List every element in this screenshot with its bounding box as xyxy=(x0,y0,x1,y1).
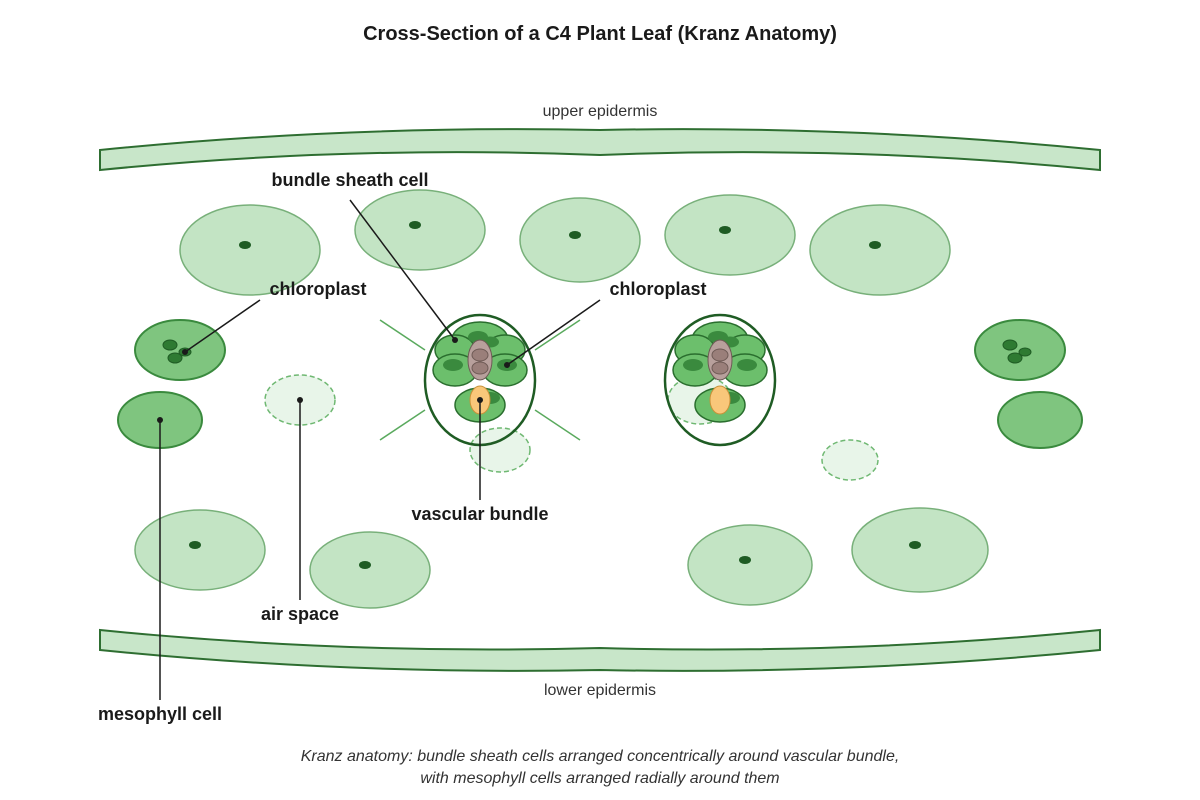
chloroplast xyxy=(443,359,463,371)
chloroplast-left-label: chloroplast xyxy=(269,279,366,299)
callout-chloroplast-left: chloroplast xyxy=(182,279,367,355)
chloroplast xyxy=(683,359,703,371)
xylem xyxy=(709,385,731,415)
callout-bundle-sheath-cell: bundle sheath cell xyxy=(271,170,458,343)
chloroplast-left-leader-line xyxy=(184,299,261,353)
right-vascular-bundle-group xyxy=(663,313,777,447)
bundle-sheath-cell-label: bundle sheath cell xyxy=(271,170,428,190)
chloroplast-left-leader-dot xyxy=(182,349,188,355)
chloroplast xyxy=(739,556,751,564)
lower-epidermis-layer xyxy=(99,628,1101,672)
bundle-sheath-leader-dot xyxy=(452,337,458,343)
mesophyll-cell xyxy=(997,391,1083,449)
chloroplast-right-leader-dot xyxy=(504,362,510,368)
chloroplast-right-leader-line xyxy=(506,299,601,366)
radial-arrangement-lines xyxy=(379,319,581,441)
chloroplast xyxy=(909,541,921,549)
chloroplast xyxy=(359,561,371,569)
lower-mesophyll-cells xyxy=(134,507,989,609)
bundle-sheath-outline xyxy=(663,313,777,447)
mesophyll-leader-dot xyxy=(157,417,163,423)
chloroplast xyxy=(1018,347,1032,357)
air-space xyxy=(821,439,879,481)
chloroplast xyxy=(1007,352,1023,364)
air-space-label: air space xyxy=(261,604,339,624)
upper-epidermis-layer xyxy=(99,128,1101,172)
upper-mesophyll-cells xyxy=(179,189,951,296)
mesophyll-cell xyxy=(179,204,321,296)
side-mesophyll-cells xyxy=(117,319,1083,449)
mesophyll-cell xyxy=(664,194,796,276)
radial-line xyxy=(534,409,581,441)
mesophyll-cell xyxy=(687,524,813,606)
vascular-bundle-leader-dot xyxy=(477,397,483,403)
caption-line-2: with mesophyll cells arranged radially a… xyxy=(420,770,779,787)
mesophyll-cell xyxy=(809,204,951,296)
chloroplast xyxy=(239,241,251,249)
chloroplast xyxy=(189,541,201,549)
chloroplast xyxy=(719,226,731,234)
lower-epidermis-label: lower epidermis xyxy=(544,682,656,699)
phloem-cell xyxy=(471,348,489,362)
mesophyll-cell xyxy=(851,507,989,593)
phloem-cell xyxy=(711,348,729,362)
air-space-leader-dot xyxy=(297,397,303,403)
radial-line xyxy=(534,319,581,351)
air-space xyxy=(469,427,531,473)
callout-chloroplast-right: chloroplast xyxy=(504,279,707,368)
chloroplast-right-label: chloroplast xyxy=(609,279,706,299)
chloroplast xyxy=(569,231,581,239)
diagram-title: Cross-Section of a C4 Plant Leaf (Kranz … xyxy=(363,23,837,45)
callout-vascular-bundle: vascular bundle xyxy=(411,397,549,524)
mesophyll-cell xyxy=(354,189,486,271)
mesophyll-cell-label: mesophyll cell xyxy=(98,704,222,724)
phloem-cell xyxy=(471,361,489,375)
mesophyll-cell xyxy=(309,531,431,609)
mesophyll-cell xyxy=(519,197,641,283)
radial-line xyxy=(379,409,426,441)
chloroplast xyxy=(162,339,178,351)
callout-air-space: air space xyxy=(261,397,339,624)
air-spaces xyxy=(264,374,879,481)
chloroplast xyxy=(1002,339,1018,351)
radial-line xyxy=(379,319,426,351)
vascular-bundle-label: vascular bundle xyxy=(411,504,548,524)
mesophyll-cell xyxy=(134,509,266,591)
chloroplast xyxy=(869,241,881,249)
bundle-sheath-leader-line xyxy=(349,199,456,341)
callout-mesophyll-cell: mesophyll cell xyxy=(98,417,222,724)
caption-line-1: Kranz anatomy: bundle sheath cells arran… xyxy=(301,748,900,765)
phloem-cell xyxy=(711,361,729,375)
chloroplast xyxy=(737,359,757,371)
upper-epidermis-label: upper epidermis xyxy=(543,103,658,120)
chloroplast xyxy=(167,352,183,364)
chloroplast xyxy=(409,221,421,229)
